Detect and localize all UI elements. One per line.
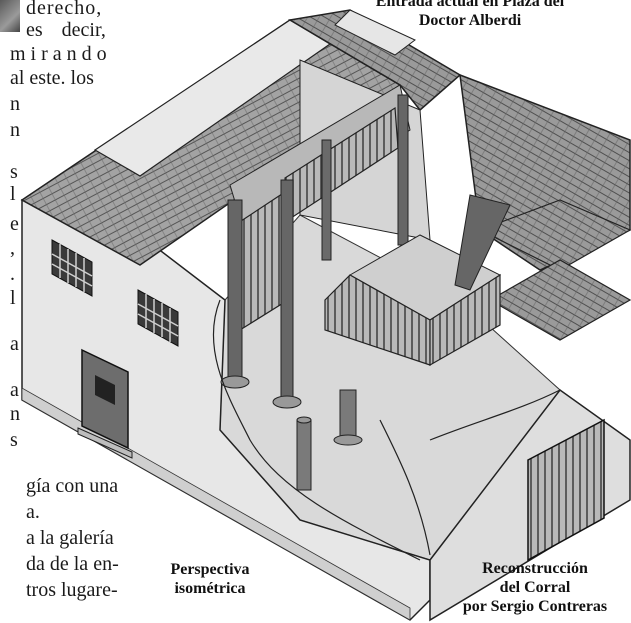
text-line: da de la en-	[26, 553, 119, 575]
caption-reconstruction-line3: por Sergio Contreras	[462, 598, 608, 615]
text-line: al este. los	[10, 67, 94, 89]
text-line: gía con una	[26, 475, 119, 497]
text-line: ,	[10, 237, 15, 259]
text-line: a.	[26, 501, 40, 523]
caption-reconstruction: Reconstrucción del Corral por Sergio Con…	[440, 559, 630, 616]
window-grille	[137, 289, 179, 347]
caption-reconstruction-line1: Reconstrucción	[482, 560, 588, 577]
door	[77, 348, 133, 459]
caption-entrance-line1: Entrada actual en Plaza del	[375, 0, 565, 10]
caption-entrance-line2: Doctor Alberdi	[418, 12, 522, 29]
photo-fragment	[0, 0, 20, 32]
caption-perspective-line1: Perspectiva	[170, 561, 250, 578]
text-line: n	[10, 93, 20, 115]
text-line: s	[10, 161, 18, 183]
text-line: e	[10, 213, 19, 235]
caption-perspective: Perspectiva isométrica	[160, 560, 260, 598]
text-line: .	[10, 263, 15, 285]
text-line: n	[10, 119, 20, 141]
text-line: a	[10, 379, 19, 401]
window-grille	[51, 239, 93, 297]
text-line: l	[10, 287, 16, 309]
text-line: a	[10, 333, 19, 355]
text-line: derecho,	[26, 0, 103, 19]
text-line: n	[10, 403, 20, 425]
text-line: a la galería	[26, 527, 114, 549]
caption-perspective-line2: isométrica	[174, 580, 246, 597]
gate-door	[527, 418, 605, 562]
text-line: es decir,	[26, 19, 106, 41]
text-line: l	[10, 183, 16, 205]
text-line: m i r a n d o	[10, 43, 107, 65]
caption-entrance: Entrada actual en Plaza del Doctor Alber…	[350, 0, 590, 30]
text-line: s	[10, 429, 18, 451]
text-line: tros lugare-	[26, 579, 118, 601]
caption-reconstruction-line2: del Corral	[499, 579, 571, 596]
